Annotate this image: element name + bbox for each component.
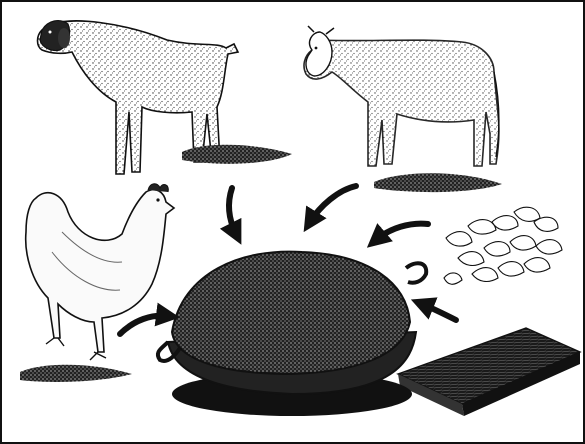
arrow-from-cow xyxy=(310,186,356,222)
arrow-from-sheep xyxy=(229,188,236,234)
arrow-from-hen xyxy=(120,316,168,334)
arrow-from-leaves xyxy=(376,224,428,240)
hen-icon xyxy=(20,184,174,382)
leaves-icon xyxy=(444,207,562,284)
sheep-icon xyxy=(38,21,293,174)
straw-mat-icon xyxy=(398,328,580,416)
basin-icon xyxy=(158,252,426,416)
cow-icon xyxy=(304,26,502,192)
arrow-from-straw xyxy=(422,304,456,320)
